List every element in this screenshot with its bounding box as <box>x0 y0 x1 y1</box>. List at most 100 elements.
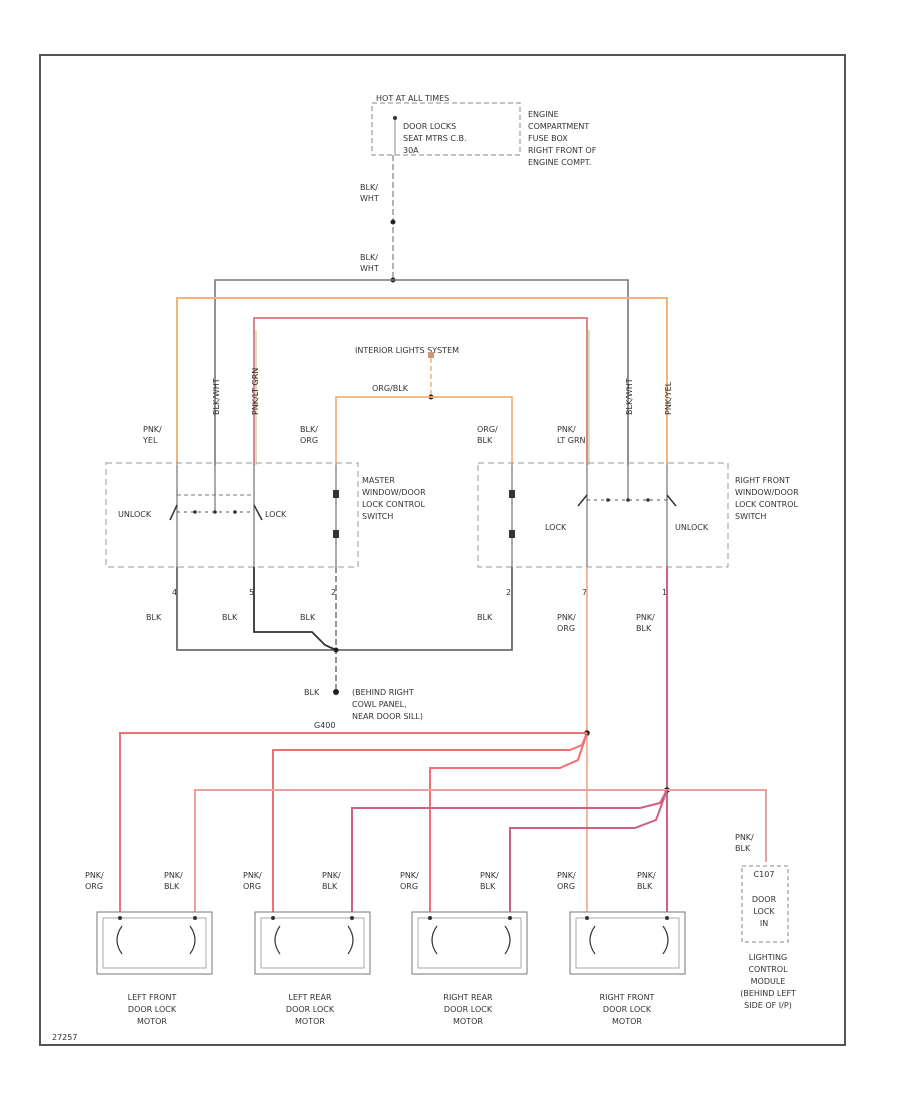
svg-text:PNK/: PNK/ <box>400 871 419 880</box>
svg-text:SWITCH: SWITCH <box>362 512 393 521</box>
svg-text:MOTOR: MOTOR <box>295 1017 325 1026</box>
svg-text:BLK: BLK <box>300 613 316 622</box>
svg-text:BLK: BLK <box>636 624 652 633</box>
svg-text:IN: IN <box>760 919 768 928</box>
svg-text:PNK/: PNK/ <box>164 871 183 880</box>
svg-text:LOCK CONTROL: LOCK CONTROL <box>735 500 798 509</box>
svg-text:WINDOW/DOOR: WINDOW/DOOR <box>362 488 426 497</box>
diagram-id: 27257 <box>52 1033 77 1042</box>
svg-text:RIGHT FRONT OF: RIGHT FRONT OF <box>528 146 597 155</box>
svg-text:CONTROL: CONTROL <box>748 965 788 974</box>
fuse-line-3: 30A <box>403 146 419 155</box>
svg-text:ORG: ORG <box>557 882 575 891</box>
ground-id: G400 <box>314 721 335 730</box>
svg-text:ORG/: ORG/ <box>477 425 498 434</box>
svg-text:5: 5 <box>249 588 254 597</box>
svg-text:MASTER: MASTER <box>362 476 395 485</box>
svg-text:BLK: BLK <box>164 882 180 891</box>
svg-text:ORG: ORG <box>85 882 103 891</box>
pnk-blk-distribution <box>194 567 767 912</box>
motor-wire-labels: PNK/ ORG PNK/ BLK PNK/ ORG PNK/ BLK PNK/… <box>85 871 656 891</box>
svg-text:BLK: BLK <box>322 882 338 891</box>
svg-text:PNK/: PNK/ <box>636 613 655 622</box>
svg-text:2: 2 <box>506 588 511 597</box>
svg-text:FUSE BOX: FUSE BOX <box>528 134 568 143</box>
svg-text:PNK/: PNK/ <box>557 425 576 434</box>
right-switch-bottom-labels: PNK/ ORG PNK/ BLK <box>557 613 655 633</box>
svg-text:BLK: BLK <box>477 613 493 622</box>
svg-text:BLK/WHT: BLK/WHT <box>625 378 634 415</box>
svg-text:PNK/: PNK/ <box>637 871 656 880</box>
svg-text:RIGHT FRONT: RIGHT FRONT <box>600 993 655 1002</box>
wire-label-blk-wht-1a: BLK/ <box>360 183 378 192</box>
svg-text:(BEHIND LEFT: (BEHIND LEFT <box>740 989 796 998</box>
motor-left-rear <box>254 911 371 975</box>
svg-text:PNK/: PNK/ <box>243 871 262 880</box>
svg-text:4: 4 <box>172 588 177 597</box>
svg-text:DOOR LOCK: DOOR LOCK <box>603 1005 652 1014</box>
svg-text:MODULE: MODULE <box>751 977 786 986</box>
svg-text:PNK/: PNK/ <box>480 871 499 880</box>
svg-text:SIDE OF I/P): SIDE OF I/P) <box>744 1001 792 1010</box>
right-front-switch: LOCK UNLOCK <box>477 462 729 568</box>
master-switch-label: MASTER WINDOW/DOOR LOCK CONTROL SWITCH <box>362 476 426 521</box>
svg-text:DOOR LOCK: DOOR LOCK <box>128 1005 177 1014</box>
svg-text:BLK: BLK <box>637 882 653 891</box>
svg-text:PNK/: PNK/ <box>85 871 104 880</box>
svg-text:LEFT FRONT: LEFT FRONT <box>128 993 177 1002</box>
module-label: LIGHTING CONTROL MODULE (BEHIND LEFT SID… <box>740 953 796 1010</box>
master-unlock-label: UNLOCK <box>118 510 152 519</box>
motor-right-front <box>569 911 686 975</box>
svg-text:7: 7 <box>582 588 587 597</box>
master-lock-label: LOCK <box>265 510 287 519</box>
svg-text:MOTOR: MOTOR <box>612 1017 642 1026</box>
svg-text:LEFT REAR: LEFT REAR <box>288 993 331 1002</box>
svg-text:PNK/: PNK/ <box>557 871 576 880</box>
svg-text:PNK/: PNK/ <box>735 833 754 842</box>
switch-top-labels: PNK/ YEL BLK/ ORG ORG/ BLK PNK/ LT GRN <box>142 425 586 445</box>
svg-text:RIGHT FRONT: RIGHT FRONT <box>735 476 790 485</box>
svg-text:BLK: BLK <box>146 613 162 622</box>
interior-lights-label: INTERIOR LIGHTS SYSTEM <box>355 346 459 355</box>
fuse-line-1: DOOR LOCKS <box>403 122 456 131</box>
svg-text:BLK: BLK <box>304 688 320 697</box>
ground-wiring <box>176 567 513 695</box>
svg-text:LOCK CONTROL: LOCK CONTROL <box>362 500 425 509</box>
pin-numbers: 4 5 2 2 7 1 <box>172 588 667 597</box>
svg-text:PNK/: PNK/ <box>143 425 162 434</box>
svg-text:BLK/WHT: BLK/WHT <box>212 378 221 415</box>
right-switch-label: RIGHT FRONT WINDOW/DOOR LOCK CONTROL SWI… <box>735 476 799 521</box>
svg-text:BLK/: BLK/ <box>300 425 318 434</box>
svg-text:(BEHIND RIGHT: (BEHIND RIGHT <box>352 688 414 697</box>
svg-text:NEAR DOOR SILL): NEAR DOOR SILL) <box>352 712 423 721</box>
lighting-control-module: PNK/ BLK C107 DOOR LOCK IN <box>735 833 789 943</box>
svg-text:SWITCH: SWITCH <box>735 512 766 521</box>
right-unlock-label: UNLOCK <box>675 523 709 532</box>
svg-text:PNK/YEL: PNK/YEL <box>664 381 673 415</box>
feed-wire: BLK/ WHT BLK/ WHT <box>360 155 396 283</box>
svg-text:BLK: BLK <box>477 436 493 445</box>
hot-at-all-times-label: HOT AT ALL TIMES <box>376 94 449 103</box>
svg-text:MOTOR: MOTOR <box>137 1017 167 1026</box>
svg-text:C107: C107 <box>754 870 775 879</box>
motor-names: LEFT FRONT DOOR LOCK MOTOR LEFT REAR DOO… <box>128 993 655 1026</box>
right-lock-label: LOCK <box>545 523 567 532</box>
org-blk-mid-label: ORG/BLK <box>372 384 409 393</box>
pnk-org-distribution <box>119 567 590 912</box>
svg-text:LT GRN: LT GRN <box>557 436 586 445</box>
svg-text:DOOR LOCK: DOOR LOCK <box>444 1005 493 1014</box>
svg-text:MOTOR: MOTOR <box>453 1017 483 1026</box>
svg-text:COWL PANEL,: COWL PANEL, <box>352 700 407 709</box>
svg-text:LOCK: LOCK <box>753 907 775 916</box>
svg-text:PNK/: PNK/ <box>557 613 576 622</box>
wire-label-blk-wht-2a: BLK/ <box>360 253 378 262</box>
master-switch: UNLOCK LOCK <box>105 462 359 568</box>
svg-text:ORG: ORG <box>400 882 418 891</box>
pnk-yel-bus <box>176 297 668 465</box>
diagram-frame <box>39 54 846 1046</box>
svg-text:ORG: ORG <box>243 882 261 891</box>
svg-text:BLK: BLK <box>222 613 238 622</box>
wire-label-blk-wht-2b: WHT <box>360 264 379 273</box>
fuse-line-2: SEAT MTRS C.B. <box>403 134 467 143</box>
svg-text:ORG: ORG <box>557 624 575 633</box>
